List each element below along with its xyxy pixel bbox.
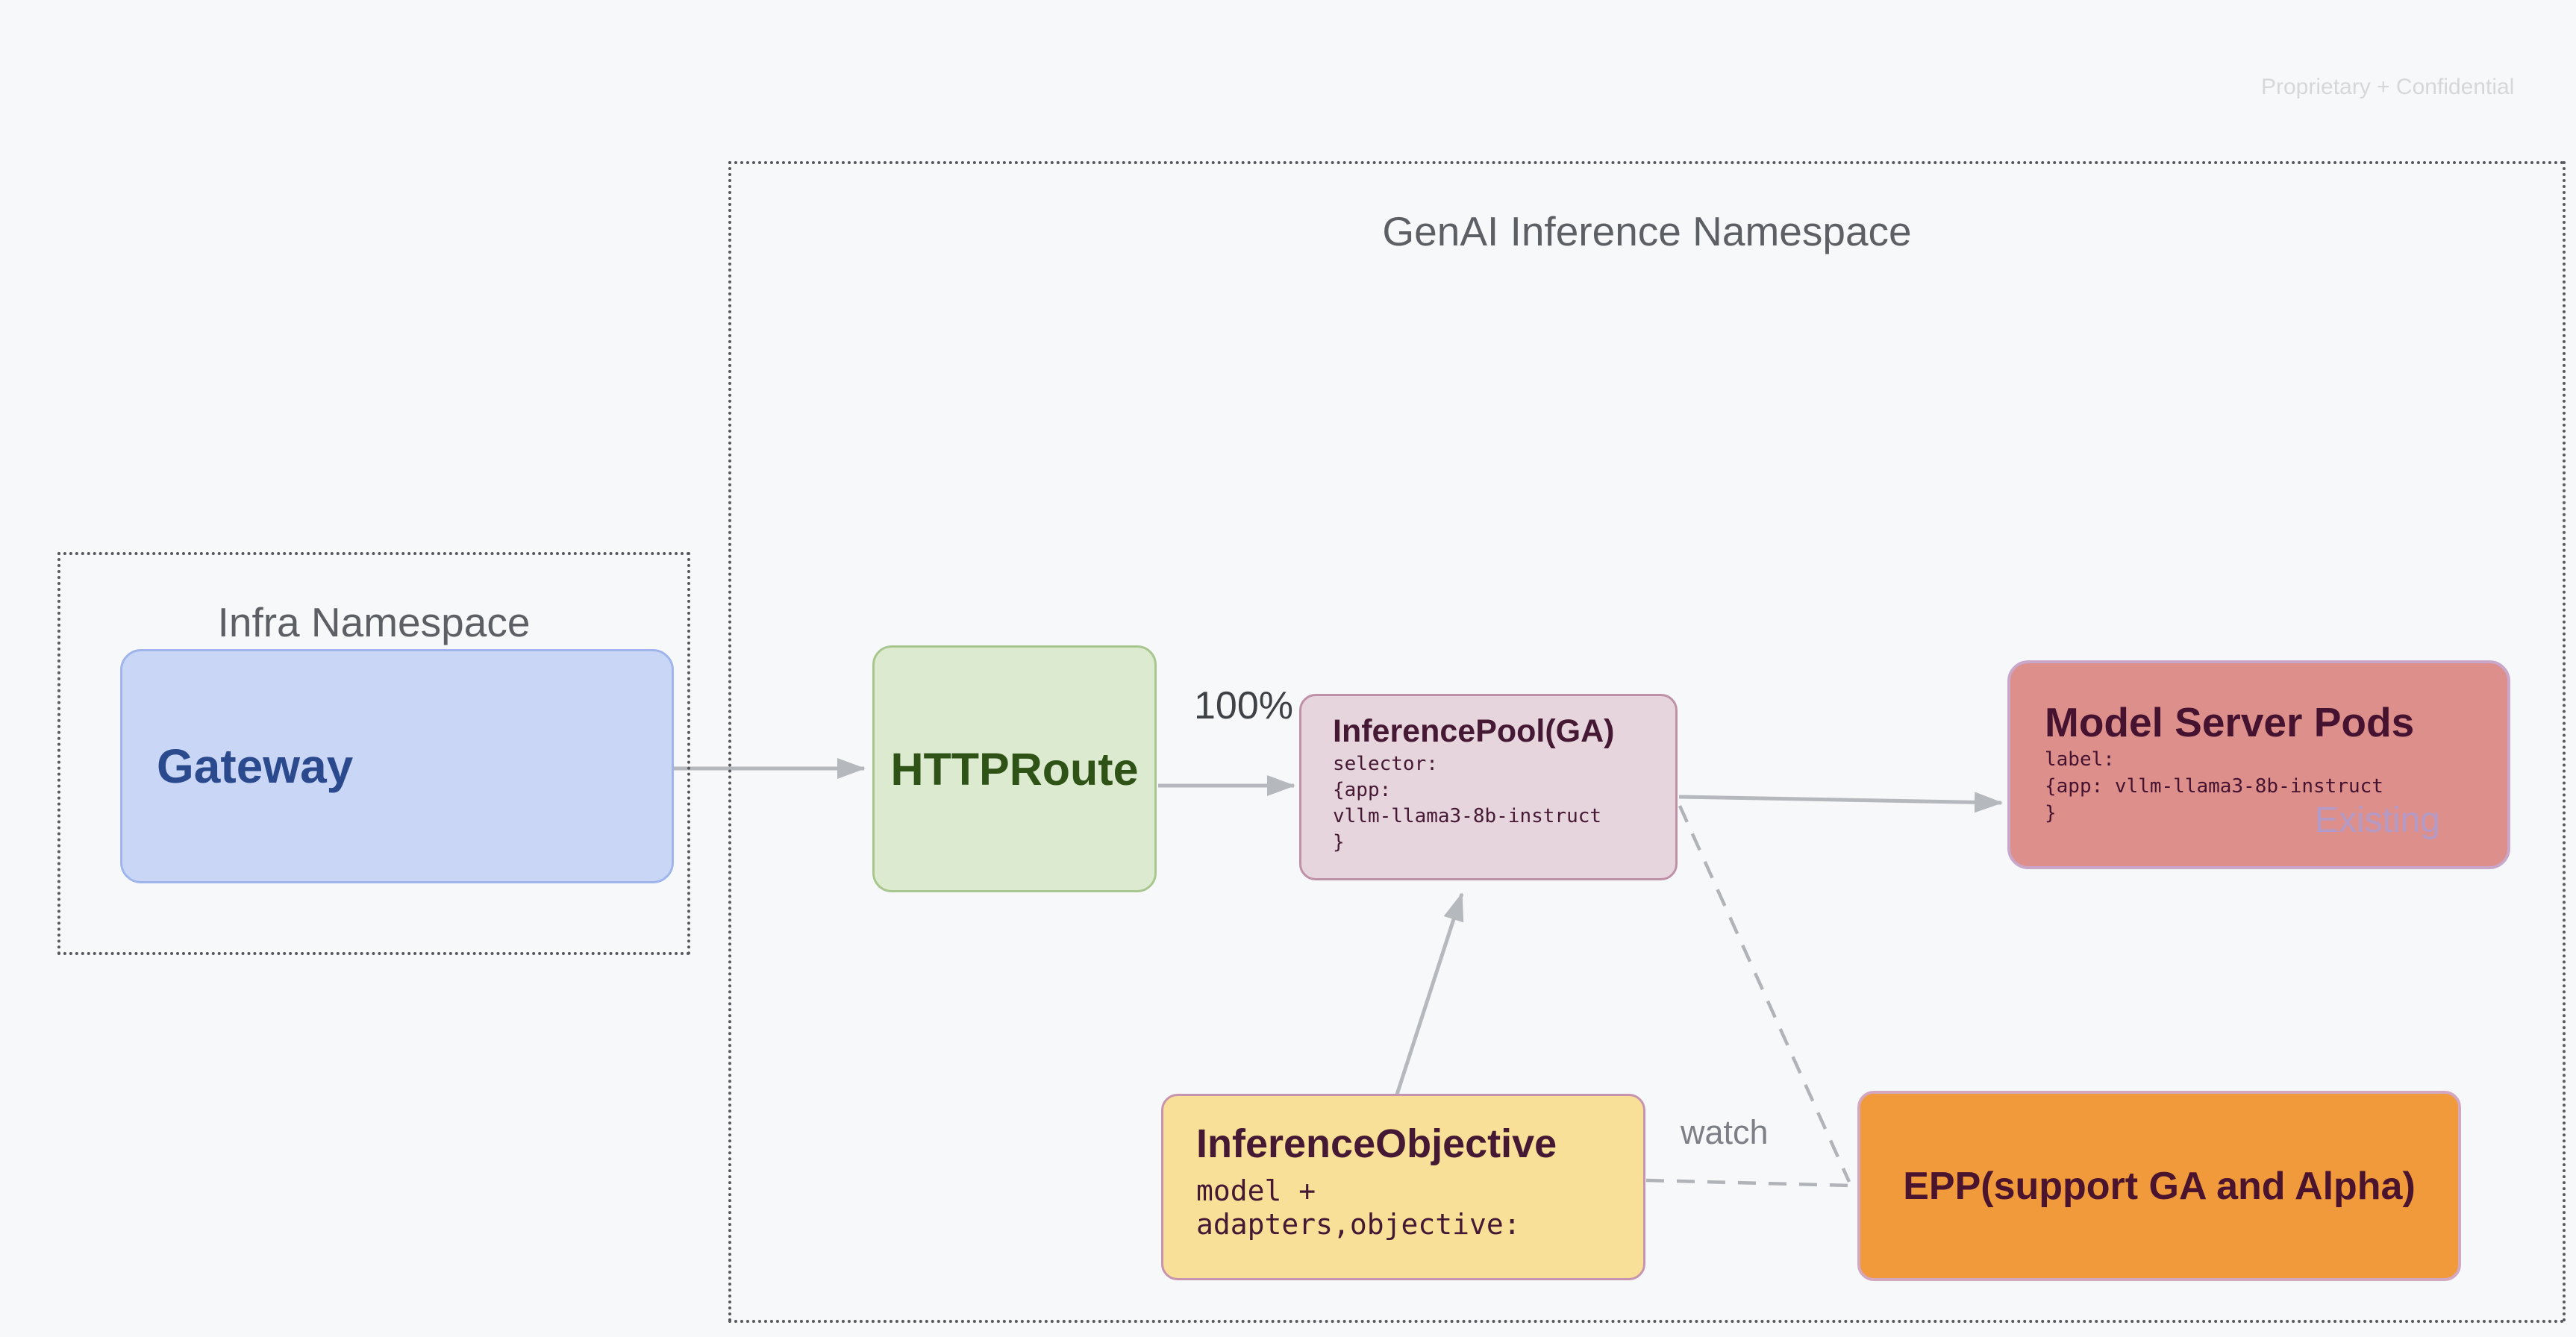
genai-inference-namespace-box: GenAI Inference Namespace (728, 161, 2566, 1323)
existing-badge: Existing (2314, 801, 2440, 840)
edge-inferencepool-to-modelserverpods (1678, 792, 2003, 813)
gateway-node: Gateway (120, 649, 674, 883)
inferencepool-node-body: selector: {app: vllm-llama3-8b-instruct … (1333, 752, 1602, 854)
confidentiality-watermark: Proprietary + Confidential (2261, 75, 2515, 99)
edge-dashed-inferenceobjective-to-epp (1645, 1178, 1851, 1188)
httproute-node-title: HTTPRoute (890, 743, 1139, 795)
inferenceobjective-node: InferenceObjective model + adapters,obje… (1161, 1094, 1645, 1280)
infra-namespace-box: Infra Namespace (57, 552, 690, 955)
inferenceobjective-node-title: InferenceObjective (1196, 1121, 1557, 1166)
httproute-node: HTTPRoute (872, 645, 1157, 892)
inferenceobjective-node-body: model + adapters,objective: (1196, 1174, 1521, 1242)
gateway-node-title: Gateway (157, 739, 354, 793)
edge-dashed-inferencepool-to-epp (1678, 805, 1851, 1183)
infra-namespace-title: Infra Namespace (217, 599, 531, 645)
epp-node: EPP(support GA and Alpha) (1857, 1091, 2461, 1281)
inferencepool-node-title: InferencePool(GA) (1333, 713, 1615, 749)
model-server-pods-node-body: label: {app: vllm-llama3-8b-instruct } (2045, 748, 2383, 825)
model-server-pods-node: Model Server Pods label: {app: vllm-llam… (2007, 660, 2510, 869)
epp-node-title: EPP(support GA and Alpha) (1903, 1164, 2416, 1208)
traffic-percent-label: 100% (1194, 684, 1293, 727)
edge-inferenceobjective-to-inferencepool (1394, 892, 1464, 1098)
model-server-pods-node-title: Model Server Pods (2045, 699, 2415, 745)
inferencepool-node: InferencePool(GA) selector: {app: vllm-l… (1299, 694, 1678, 880)
watch-label: watch (1681, 1113, 1769, 1151)
genai-namespace-title: GenAI Inference Namespace (1382, 208, 1912, 254)
